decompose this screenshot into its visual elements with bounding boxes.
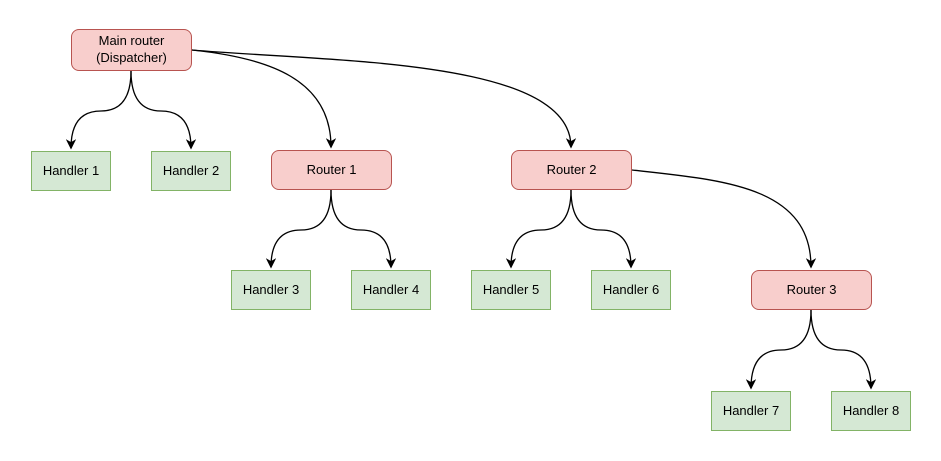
edge-router1-to-handler3 bbox=[265, 189, 332, 269]
node-handler-6[interactable]: Handler 6 bbox=[591, 270, 671, 310]
node-router-2[interactable]: Router 2 bbox=[511, 150, 632, 190]
node-handler-7[interactable]: Handler 7 bbox=[711, 391, 791, 431]
edge-main-to-handler1 bbox=[65, 70, 132, 150]
node-router-3[interactable]: Router 3 bbox=[751, 270, 872, 310]
edge-router1-to-handler4 bbox=[330, 189, 397, 269]
edge-main-to-router1 bbox=[191, 49, 337, 149]
node-main-router[interactable]: Main router (Dispatcher) bbox=[71, 29, 192, 71]
node-handler-3[interactable]: Handler 3 bbox=[231, 270, 311, 310]
edge-router2-to-router3 bbox=[631, 169, 817, 269]
node-handler-8[interactable]: Handler 8 bbox=[831, 391, 911, 431]
edge-main-to-router2 bbox=[191, 49, 577, 149]
node-router-1[interactable]: Router 1 bbox=[271, 150, 392, 190]
node-handler-2[interactable]: Handler 2 bbox=[151, 151, 231, 191]
edge-router3-to-handler7 bbox=[745, 309, 812, 390]
edge-router2-to-handler6 bbox=[570, 189, 637, 269]
node-handler-1[interactable]: Handler 1 bbox=[31, 151, 111, 191]
edge-router2-to-handler5 bbox=[505, 189, 572, 269]
node-handler-4[interactable]: Handler 4 bbox=[351, 270, 431, 310]
edge-main-to-handler2 bbox=[130, 70, 197, 150]
edge-router3-to-handler8 bbox=[810, 309, 877, 390]
node-handler-5[interactable]: Handler 5 bbox=[471, 270, 551, 310]
